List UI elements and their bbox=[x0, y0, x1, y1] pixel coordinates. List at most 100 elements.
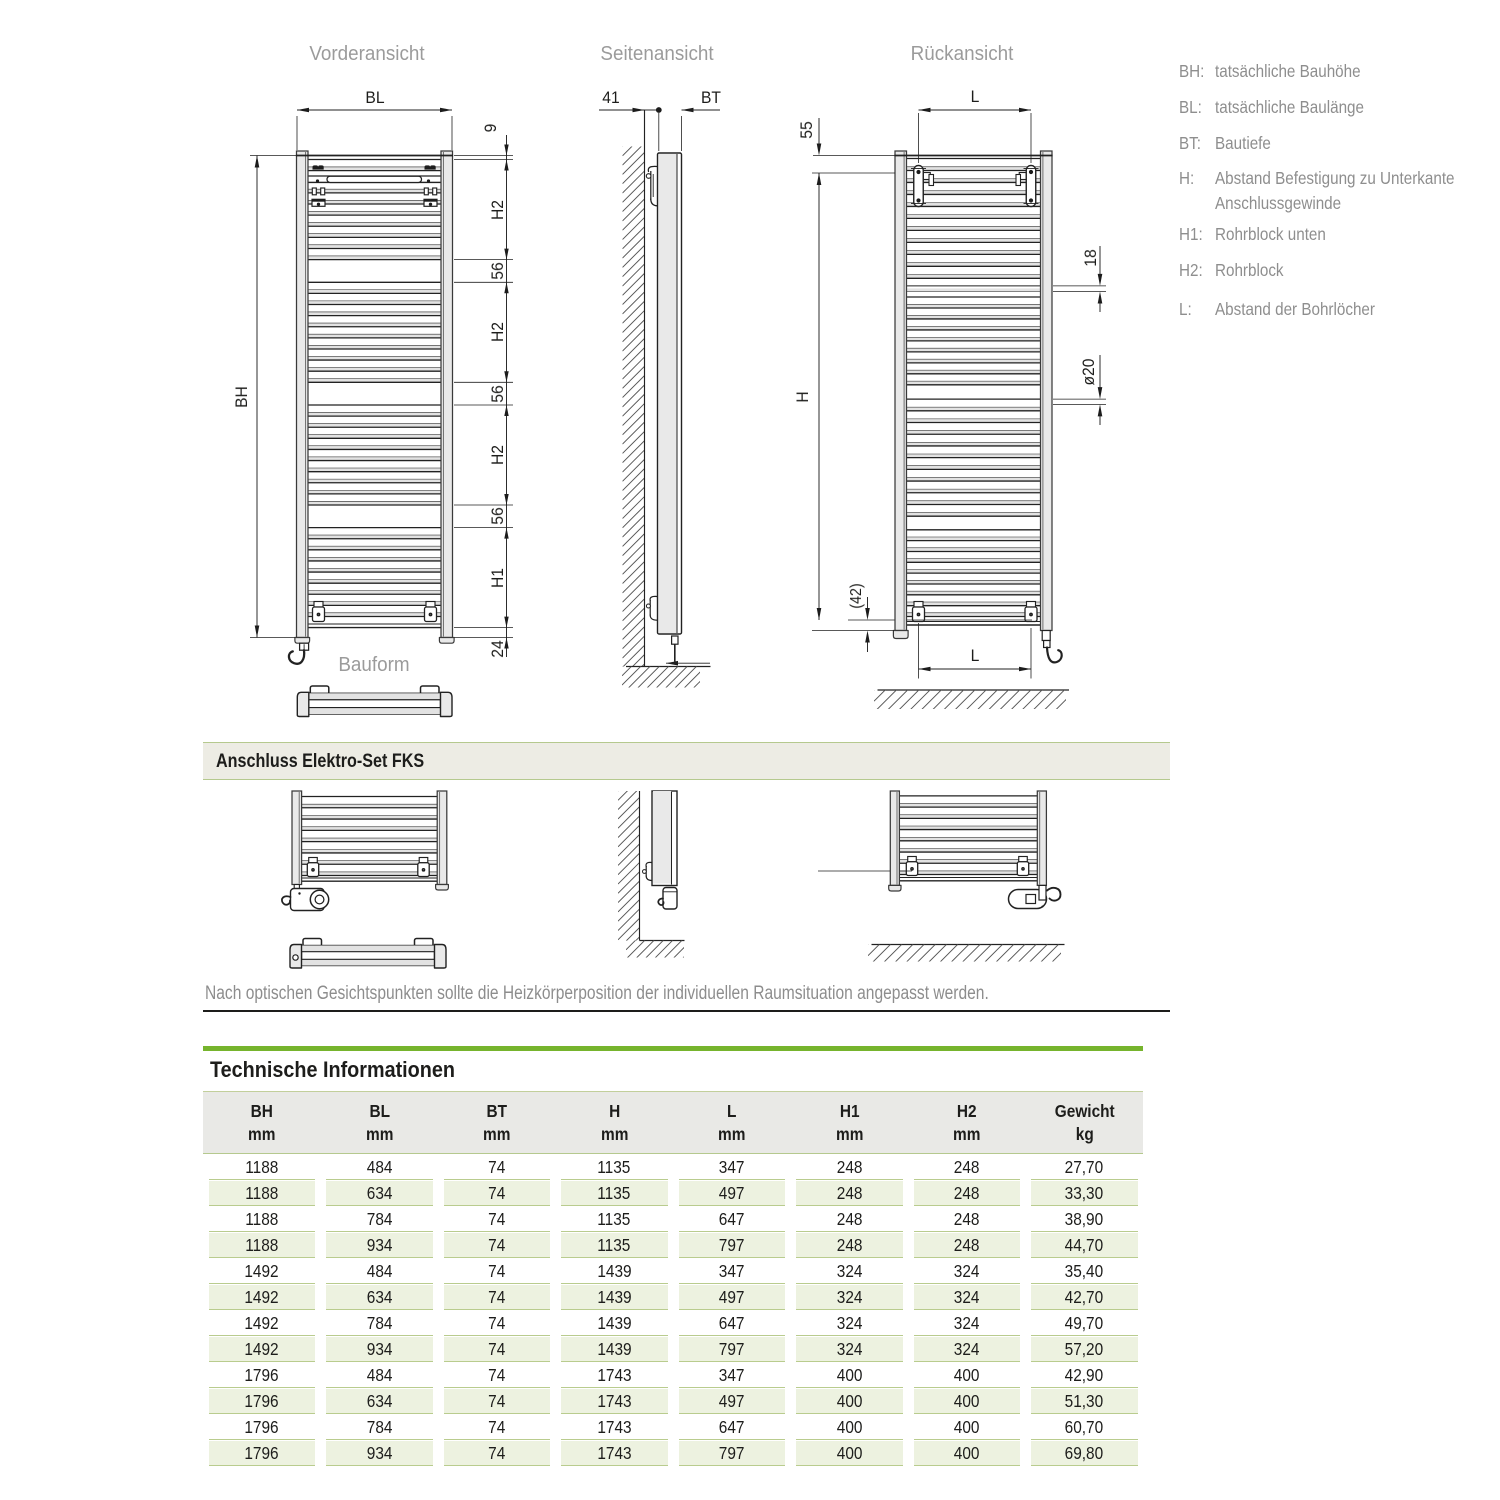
table-cell-value: 42,90 bbox=[1064, 1365, 1104, 1385]
column-label: BL bbox=[368, 1101, 390, 1121]
anschluss-section-title: Anschluss Elektro-Set FKS bbox=[216, 750, 425, 772]
dim-label-dia20: ø20 bbox=[1078, 358, 1098, 386]
table-cell: 27,70 bbox=[1026, 1155, 1144, 1181]
table-cell-box: 400 bbox=[796, 1441, 903, 1466]
bauform-label: Bauform bbox=[338, 653, 410, 676]
dim-label-h2-1: H2 bbox=[488, 199, 507, 220]
table-cell-value: 797 bbox=[718, 1235, 745, 1255]
table-cell-value: 647 bbox=[718, 1209, 745, 1229]
rear-view bbox=[812, 107, 1106, 709]
table-cell-value: 1439 bbox=[597, 1261, 632, 1281]
table-cell-box: 42,70 bbox=[1031, 1285, 1138, 1310]
table-cell: 1135 bbox=[556, 1155, 674, 1181]
table-cell: 484 bbox=[321, 1363, 439, 1389]
table-cell-box: 400 bbox=[913, 1441, 1020, 1466]
dim-label-bh: BH bbox=[231, 385, 251, 408]
table-cell: 60,70 bbox=[1026, 1415, 1144, 1441]
legend-definition: Rohrblock bbox=[1214, 260, 1284, 280]
table-cell-value: 1492 bbox=[244, 1313, 279, 1333]
table-cell: 69,80 bbox=[1026, 1441, 1144, 1467]
table-cell-value: 347 bbox=[718, 1365, 745, 1385]
dim-label-18: 18 bbox=[1080, 249, 1100, 267]
table-cell-box: 248 bbox=[796, 1207, 903, 1232]
table-cell-value: 1492 bbox=[244, 1261, 279, 1281]
table-cell-box: 324 bbox=[913, 1337, 1020, 1362]
table-cell-value: 248 bbox=[836, 1183, 863, 1203]
column-unit: mm bbox=[600, 1124, 628, 1144]
table-cell-box: 1135 bbox=[561, 1233, 668, 1258]
table-cell-value: 33,30 bbox=[1064, 1183, 1104, 1203]
table-cell-value: 497 bbox=[718, 1183, 745, 1203]
table-cell-box: 35,40 bbox=[1031, 1259, 1138, 1284]
table-cell: 1796 bbox=[203, 1389, 321, 1415]
table-cell-value: 934 bbox=[366, 1443, 393, 1463]
table-cell: 1135 bbox=[556, 1207, 674, 1233]
column-label: H2 bbox=[956, 1101, 977, 1121]
table-cell-value: 484 bbox=[366, 1157, 393, 1177]
table-cell: 497 bbox=[673, 1181, 791, 1207]
table-cell-box: 347 bbox=[678, 1363, 785, 1388]
dim-label-56-2: 56 bbox=[488, 384, 507, 403]
technical-drawing bbox=[250, 107, 1106, 969]
table-cell-box: 248 bbox=[796, 1155, 903, 1180]
section-divider bbox=[203, 1010, 1170, 1012]
table-cell-value: 1135 bbox=[597, 1209, 631, 1229]
table-cell-value: 1743 bbox=[597, 1365, 632, 1385]
table-cell: 248 bbox=[908, 1233, 1026, 1259]
table-cell-box: 74 bbox=[443, 1311, 550, 1336]
table-cell-box: 1188 bbox=[208, 1181, 315, 1206]
table-cell-value: 51,30 bbox=[1064, 1391, 1104, 1411]
legend-item: H:Abstand Befestigung zu Unterkante Ansc… bbox=[1179, 166, 1500, 216]
table-cell-box: 1492 bbox=[208, 1337, 315, 1362]
table-cell-value: 784 bbox=[366, 1417, 393, 1437]
table-cell: 647 bbox=[673, 1311, 791, 1337]
table-cell: 497 bbox=[673, 1285, 791, 1311]
table-cell: 324 bbox=[791, 1259, 909, 1285]
table-cell-value: 248 bbox=[953, 1235, 980, 1255]
table-cell-box: 1439 bbox=[561, 1259, 668, 1284]
table-cell: 647 bbox=[673, 1207, 791, 1233]
table-cell-box: 49,70 bbox=[1031, 1311, 1138, 1336]
dim-label-41: 41 bbox=[602, 87, 620, 107]
table-cell-box: 74 bbox=[443, 1441, 550, 1466]
table-cell-box: 74 bbox=[443, 1285, 550, 1310]
table-cell-value: 497 bbox=[718, 1287, 745, 1307]
column-unit: mm bbox=[718, 1124, 746, 1144]
table-cell-box: 797 bbox=[678, 1441, 785, 1466]
table-cell-value: 634 bbox=[366, 1183, 393, 1203]
table-cell-box: 42,90 bbox=[1031, 1363, 1138, 1388]
dim-label-l-bottom: L bbox=[970, 645, 979, 665]
legend-key: BL: bbox=[1179, 97, 1202, 117]
table-cell: 248 bbox=[791, 1233, 909, 1259]
table-cell-box: 634 bbox=[326, 1285, 433, 1310]
table-cell-value: 44,70 bbox=[1064, 1235, 1104, 1255]
table-cell: 934 bbox=[321, 1233, 439, 1259]
table-cell: 1492 bbox=[203, 1285, 321, 1311]
table-cell: 484 bbox=[321, 1155, 439, 1181]
fks-bauform-top-view bbox=[289, 937, 447, 969]
table-cell-box: 1188 bbox=[208, 1233, 315, 1258]
rear-view-title: Rückansicht bbox=[910, 42, 1014, 65]
table-cell: 248 bbox=[791, 1207, 909, 1233]
table-cell-value: 1796 bbox=[244, 1417, 279, 1437]
table-cell: 74 bbox=[438, 1233, 556, 1259]
table-cell: 400 bbox=[791, 1363, 909, 1389]
table-cell-box: 1135 bbox=[561, 1155, 668, 1180]
table-cell-value: 934 bbox=[366, 1235, 393, 1255]
table-cell-value: 1743 bbox=[597, 1443, 632, 1463]
legend-definition: tatsächliche Bauhöhe bbox=[1214, 61, 1361, 81]
table-cell: 74 bbox=[438, 1181, 556, 1207]
table-cell-value: 1743 bbox=[597, 1391, 632, 1411]
table-cell: 1796 bbox=[203, 1415, 321, 1441]
table-cell-value: 484 bbox=[366, 1365, 393, 1385]
table-cell-box: 248 bbox=[796, 1233, 903, 1258]
table-cell-value: 1135 bbox=[597, 1183, 631, 1203]
table-cell: 324 bbox=[791, 1285, 909, 1311]
table-cell-value: 324 bbox=[953, 1287, 980, 1307]
